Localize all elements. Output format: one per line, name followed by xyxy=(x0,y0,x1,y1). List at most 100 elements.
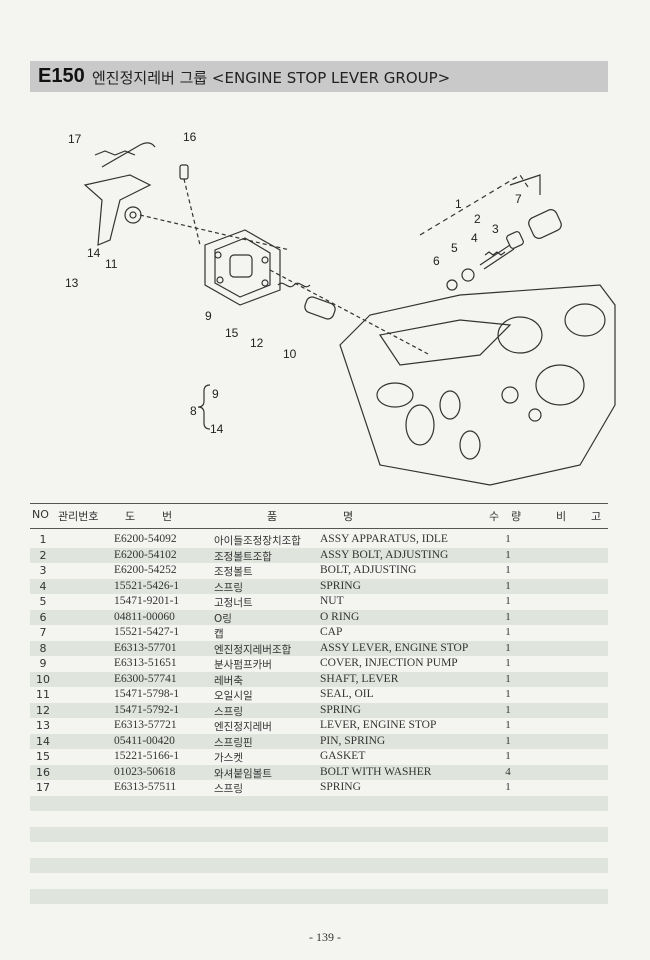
callout-8: 8 xyxy=(190,404,197,418)
cell-english-name: SPRING xyxy=(320,703,361,716)
diagram-drawing: 17 16 14 13 11 9 15 12 10 1 2 3 7 6 5 4 … xyxy=(65,130,616,486)
cell-korean-name: 엔진정지레버 xyxy=(214,721,272,733)
cell-qty: 1 xyxy=(505,672,511,685)
table-row: 15 15221-5166-1 가스켓 GASKET 1 xyxy=(30,749,608,765)
cell-part-number: E6200-54102 xyxy=(114,548,177,561)
cell-korean-name: 아이들조정장치조합 xyxy=(214,535,301,547)
cell-korean-name: 스프링 xyxy=(214,783,243,795)
header-myeong: 명 xyxy=(343,510,354,523)
table-row: 4 15521-5426-1 스프링 SPRING 1 xyxy=(30,578,608,594)
cell-english-name: ASSY BOLT, ADJUSTING xyxy=(320,548,449,561)
cell-qty: 1 xyxy=(505,626,511,638)
cell-qty: 1 xyxy=(505,734,511,747)
cell-part-number: E6200-54252 xyxy=(114,564,177,576)
cell-part-number: E6300-57741 xyxy=(114,672,177,685)
cell-part-number: 15471-5798-1 xyxy=(114,688,180,700)
cell-english-name: COVER, INJECTION PUMP xyxy=(320,657,458,669)
cell-qty: 1 xyxy=(505,703,511,716)
cell-qty: 1 xyxy=(505,610,511,623)
cell-no: 6 xyxy=(39,610,47,624)
cell-qty: 1 xyxy=(505,564,511,576)
table-row: 6 04811-00060 O링 O RING 1 xyxy=(30,609,608,625)
cell-part-number: 15221-5166-1 xyxy=(114,750,180,762)
cell-no: 10 xyxy=(36,672,50,686)
cell-part-number: 15471-9201-1 xyxy=(114,595,180,607)
cell-english-name: GASKET xyxy=(320,750,366,762)
cell-no: 17 xyxy=(36,781,50,794)
callout-15: 15 xyxy=(225,326,239,340)
cell-part-number: E6200-54092 xyxy=(114,533,177,545)
callout-17: 17 xyxy=(68,132,82,146)
callout-16: 16 xyxy=(183,130,197,144)
callout-13: 13 xyxy=(65,276,79,290)
cell-part-number: 15521-5426-1 xyxy=(114,579,180,592)
cell-qty: 1 xyxy=(505,579,511,592)
page-number: - 139 - xyxy=(309,930,341,944)
cell-part-number: 15471-5792-1 xyxy=(114,703,180,716)
header-no: NO xyxy=(32,508,49,521)
cell-english-name: BOLT WITH WASHER xyxy=(320,765,432,778)
table-row: 11 15471-5798-1 오일시일 SEAL, OIL 1 xyxy=(30,687,608,703)
cell-korean-name: 분사펌프카버 xyxy=(214,659,272,671)
cell-korean-name: 조정볼트조합 xyxy=(214,550,272,563)
cell-korean-name: 레버축 xyxy=(214,674,243,687)
empty-row xyxy=(30,889,608,904)
table-row: 5 15471-9201-1 고정너트 NUT 1 xyxy=(30,594,608,610)
table-row: 1 E6200-54092 아이들조정장치조합 ASSY APPARATUS, … xyxy=(30,532,608,548)
table-row: 3 E6200-54252 조정볼트 BOLT, ADJUSTING 1 xyxy=(30,563,608,579)
header-mgmt: 관리번호 xyxy=(58,510,99,523)
callout-2: 2 xyxy=(474,212,481,226)
cell-korean-name: 스프링핀 xyxy=(214,736,253,749)
table-row: 10 E6300-57741 레버축 SHAFT, LEVER 1 xyxy=(30,671,608,687)
callout-9: 9 xyxy=(205,309,212,323)
title-bar: E150 엔진정지레버 그룹 <ENGINE STOP LEVER GROUP> xyxy=(30,61,608,92)
cell-korean-name: 고정너트 xyxy=(214,597,253,609)
cell-part-number: E6313-57721 xyxy=(114,719,177,731)
table-row: 17 E6313-57511 스프링 SPRING 1 xyxy=(30,780,608,796)
cell-english-name: PIN, SPRING xyxy=(320,734,386,747)
cell-qty: 1 xyxy=(505,750,511,762)
callout-7: 7 xyxy=(515,192,522,206)
cell-qty: 1 xyxy=(505,533,511,545)
table-row: 14 05411-00420 스프링핀 PIN, SPRING 1 xyxy=(30,733,608,749)
cell-no: 8 xyxy=(39,641,47,655)
cell-english-name: ASSY LEVER, ENGINE STOP xyxy=(320,641,469,654)
cell-part-number: E6313-51651 xyxy=(114,657,177,669)
cell-qty: 1 xyxy=(505,657,511,669)
cell-korean-name: 스프링 xyxy=(214,581,243,594)
cell-no: 4 xyxy=(39,579,47,593)
cell-no: 7 xyxy=(39,626,47,639)
cell-no: 3 xyxy=(39,564,47,577)
cell-qty: 1 xyxy=(505,781,511,793)
cell-no: 12 xyxy=(36,703,50,717)
cell-korean-name: 가스켓 xyxy=(214,752,243,764)
callout-8-sub-9: 9 xyxy=(212,387,219,401)
cell-english-name: LEVER, ENGINE STOP xyxy=(320,719,437,731)
cell-korean-name: 스프링 xyxy=(214,705,243,718)
cell-no: 5 xyxy=(39,595,47,608)
cell-qty: 1 xyxy=(505,688,511,700)
cell-english-name: O RING xyxy=(320,610,360,623)
cell-part-number: 04811-00060 xyxy=(114,610,175,623)
header-su: 수 xyxy=(489,510,500,523)
cell-english-name: BOLT, ADJUSTING xyxy=(320,564,417,576)
table-row: 9 E6313-51651 분사펌프카버 COVER, INJECTION PU… xyxy=(30,656,608,672)
header-do: 도 xyxy=(125,510,136,523)
table-row: 7 15521-5427-1 캡 CAP 1 xyxy=(30,625,608,641)
cell-no: 2 xyxy=(39,548,47,562)
exploded-parts-diagram: 17 16 14 13 11 9 15 12 10 1 2 3 7 6 5 4 … xyxy=(40,105,620,495)
table-row: 16 01023-50618 와셔붙임볼트 BOLT WITH WASHER 4 xyxy=(30,764,608,780)
header-bi: 비 xyxy=(556,510,567,523)
table-top-rule xyxy=(30,503,608,504)
cell-no: 16 xyxy=(36,765,50,779)
cell-english-name: SPRING xyxy=(320,781,361,793)
cell-qty: 1 xyxy=(505,641,511,654)
cell-no: 9 xyxy=(39,657,47,670)
cell-korean-name: 조정볼트 xyxy=(214,566,253,578)
cell-no: 13 xyxy=(36,719,50,732)
empty-row xyxy=(30,827,608,842)
cell-korean-name: 오일시일 xyxy=(214,690,253,702)
table-row: 12 15471-5792-1 스프링 SPRING 1 xyxy=(30,702,608,718)
callout-1: 1 xyxy=(455,197,462,211)
callout-11: 11 xyxy=(105,257,118,271)
